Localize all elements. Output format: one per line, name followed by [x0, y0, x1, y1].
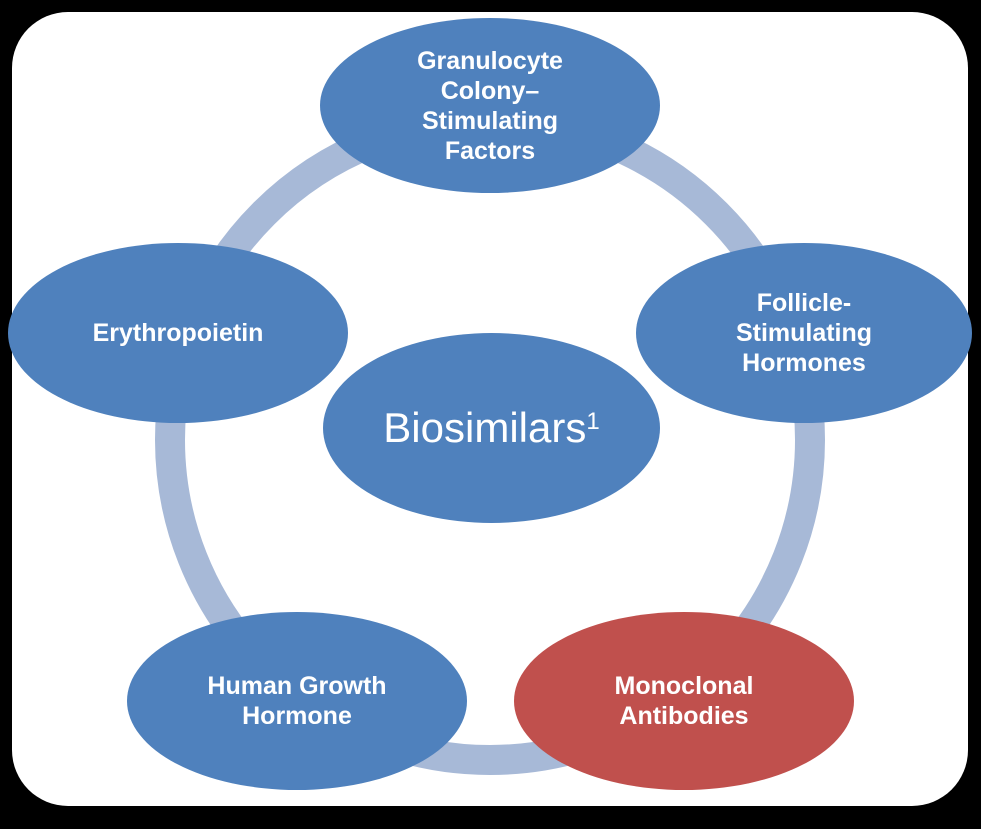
node-erythropoietin: Erythropoietin — [8, 243, 348, 423]
node-biosimilars-center: Biosimilars1 — [323, 333, 660, 523]
node-label: Monoclonal Antibodies — [614, 672, 754, 730]
node-label: Human Growth Hormone — [207, 672, 387, 730]
node-follicle-stimulating-hormones: Follicle- Stimulating Hormones — [636, 243, 972, 423]
node-granulocyte-colony-stimulating-factors: Granulocyte Colony– Stimulating Factors — [320, 18, 660, 193]
node-label: Follicle- Stimulating Hormones — [735, 289, 873, 377]
center-label-text: Biosimilars — [383, 404, 587, 451]
center-label-superscript: 1 — [586, 408, 600, 435]
node-human-growth-hormone: Human Growth Hormone — [127, 612, 467, 790]
node-monoclonal-antibodies: Monoclonal Antibodies — [514, 612, 854, 790]
center-label: Biosimilars1 — [383, 404, 599, 452]
node-label: Granulocyte Colony– Stimulating Factors — [417, 46, 563, 165]
node-label: Erythropoietin — [92, 319, 264, 347]
